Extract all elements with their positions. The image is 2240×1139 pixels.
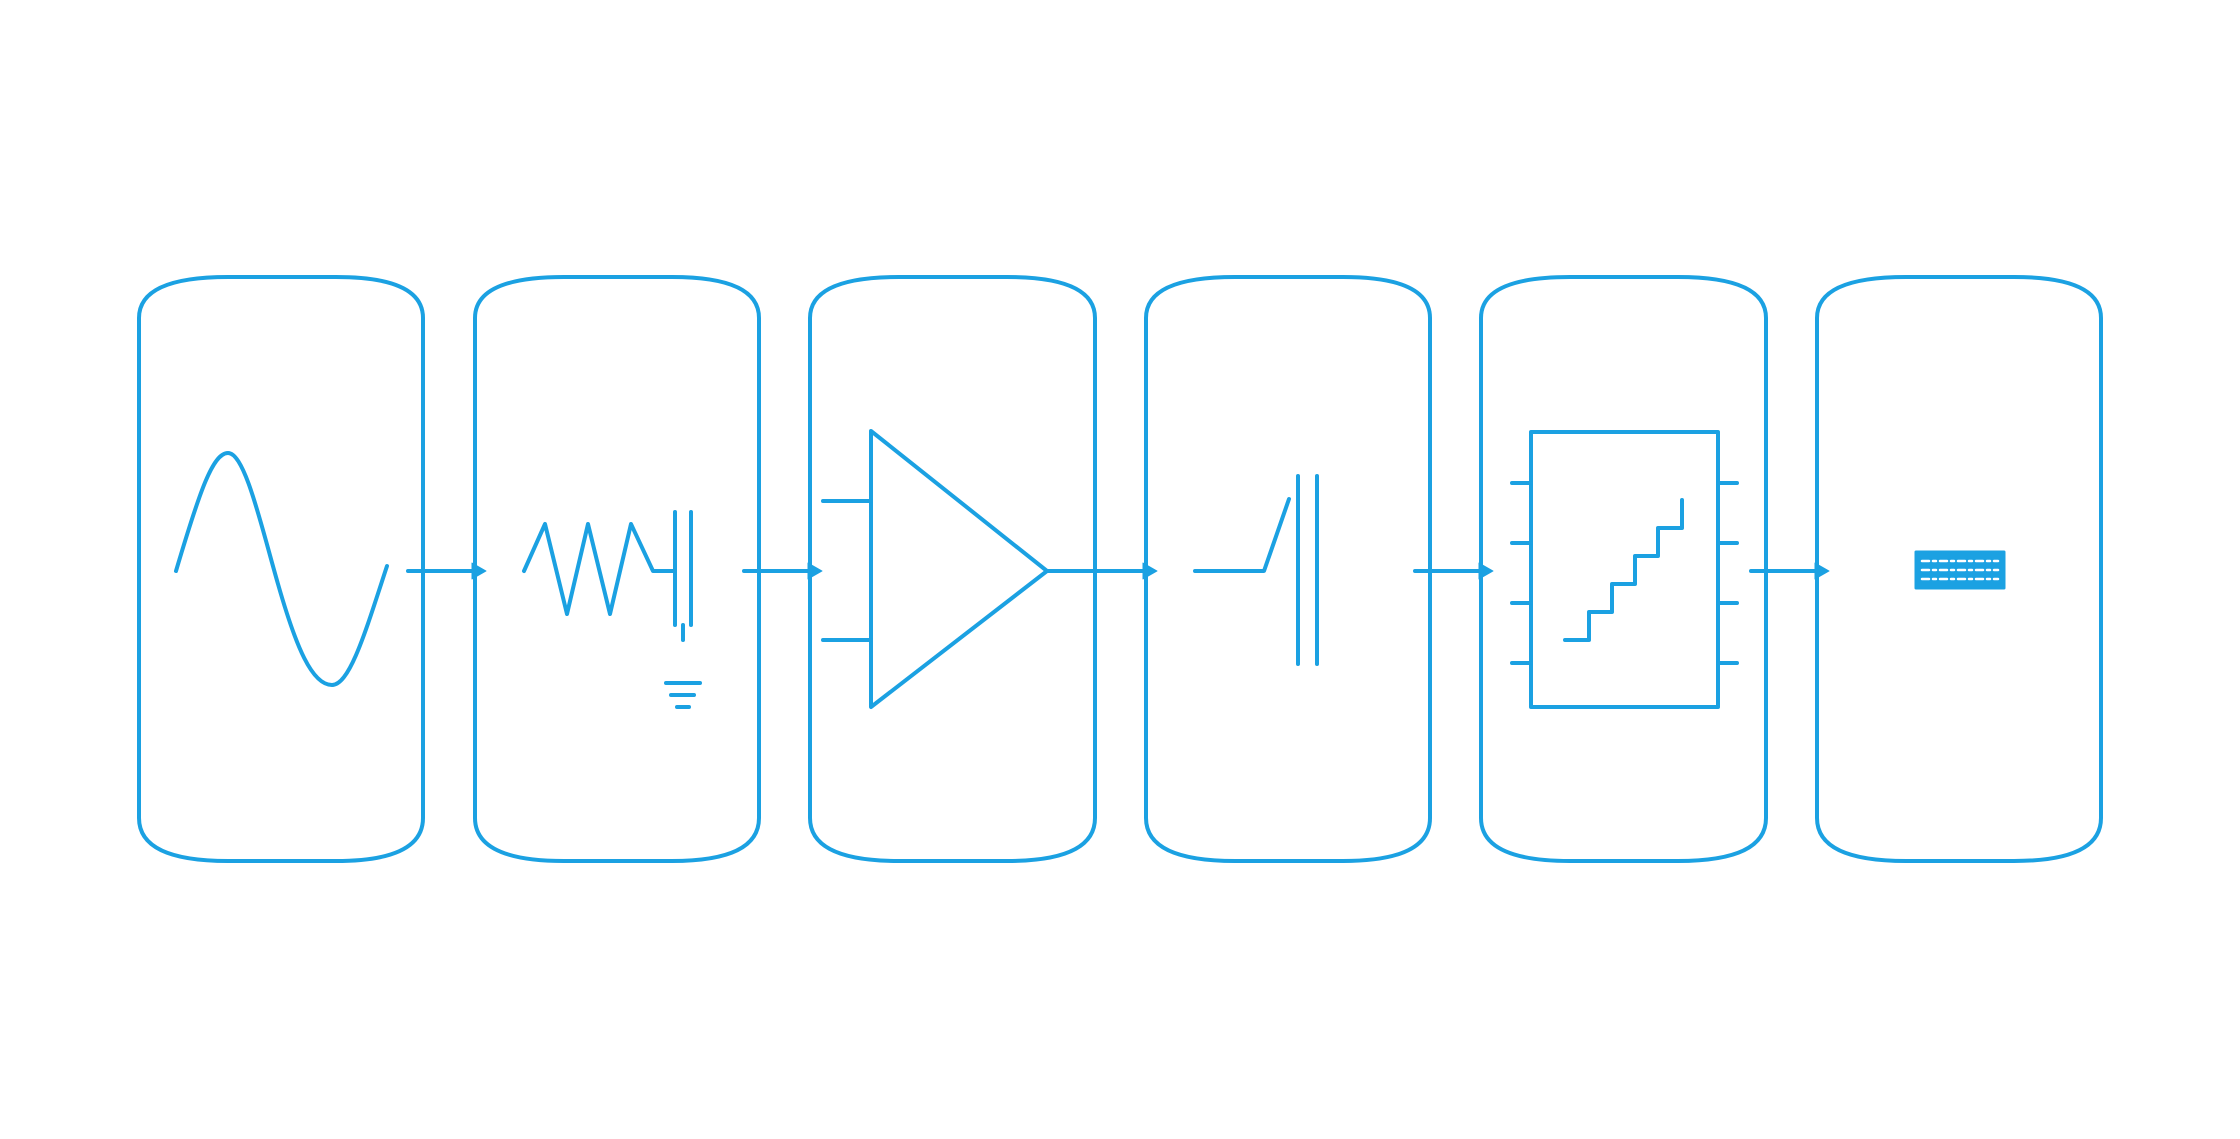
stage-sample-hold [1144,275,1432,863]
stage-adc [1479,275,1768,863]
stage-amplifier [808,275,1097,863]
resistor-zigzag [522,522,675,616]
adc-pins-right [1716,481,1739,665]
connector-arrow [1749,562,1830,580]
ground-icon [664,681,702,709]
staircase-waveform [1563,498,1684,642]
connector-arrow [406,562,487,580]
amplifier-triangle [869,429,1049,709]
connector-arrow [1045,562,1158,580]
stage-digital-output [1815,275,2103,863]
adc-staircase-icon [1510,430,1739,709]
adc-pins-left [1510,481,1533,665]
stage-frame [808,275,1097,863]
stage-rc-filter [473,275,761,863]
stage-frame [137,275,425,863]
sample-hold-switch-icon [1193,474,1319,666]
sine-wave-source-icon [174,451,389,687]
switch-lever [1193,497,1291,573]
register-bit-lines [1920,559,2000,581]
adc-chip-body [1529,430,1720,709]
stage-frame [473,275,761,863]
amplifier-triangle-icon [821,429,1049,709]
connector-arrow [742,562,823,580]
stage-frame [1144,275,1432,863]
stage-frame [1815,275,2103,863]
stage-frame [1479,275,1768,863]
digital-output-register-icon [1914,550,2006,590]
rc-low-pass-filter-icon [522,510,702,709]
connectors [406,562,1830,580]
stage-sine-source [137,275,425,863]
connector-arrow [1413,562,1494,580]
